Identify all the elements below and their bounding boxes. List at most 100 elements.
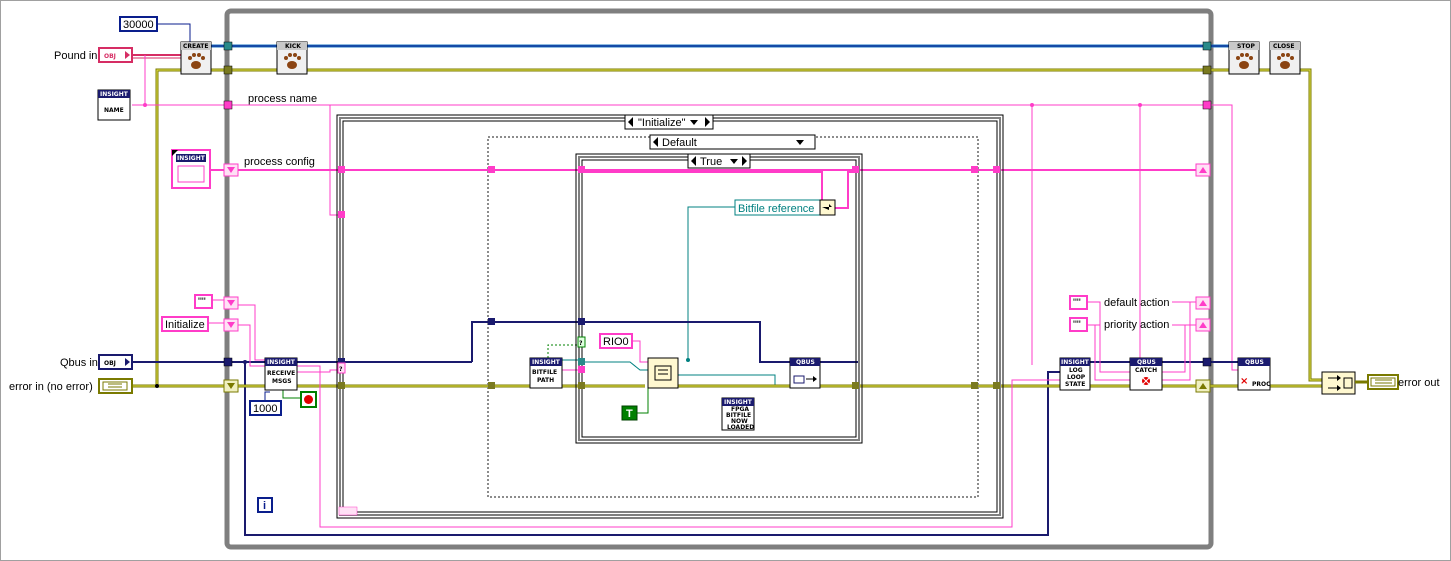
pound-in-control[interactable]: OBJ bbox=[98, 47, 133, 63]
paw-icon bbox=[284, 53, 301, 69]
stop-terminal-icon[interactable] bbox=[300, 391, 317, 408]
true-constant-value: T bbox=[626, 408, 633, 420]
create-caption: CREATE bbox=[183, 43, 209, 50]
log-loop-state-line1: LOG bbox=[1069, 367, 1083, 374]
loop-iteration-icon: i bbox=[257, 497, 273, 513]
insight-config-header: INSIGHT bbox=[177, 155, 206, 162]
pound-in-obj-tag: OBJ bbox=[104, 53, 116, 60]
fpga-open-icon[interactable] bbox=[647, 357, 679, 389]
action-wires bbox=[1087, 301, 1196, 326]
receive-msgs-line2: MSGS bbox=[272, 378, 292, 385]
paw-icon bbox=[188, 53, 205, 69]
empty-string-left-value: "" bbox=[198, 296, 206, 308]
fpga-loaded-line4: LOADED bbox=[727, 424, 754, 431]
case-selector-outer[interactable]: "Initialize" bbox=[624, 114, 714, 130]
kick-caption: KICK bbox=[285, 43, 301, 50]
qbus-send-header: QBUS bbox=[796, 359, 815, 366]
log-loop-state-line3: STATE bbox=[1065, 381, 1085, 388]
paw-icon bbox=[1236, 53, 1253, 69]
default-action-label: default action bbox=[1104, 297, 1169, 309]
rio-resource-constant[interactable]: RIO0 bbox=[599, 333, 633, 349]
catch-subvi[interactable]: QBUS CATCH bbox=[1129, 357, 1163, 391]
while-loop-frame[interactable] bbox=[224, 8, 1214, 550]
receive-msgs-header: INSIGHT bbox=[267, 359, 296, 366]
case-selector-terminals: ? ? bbox=[337, 336, 586, 374]
empty-string-constant-left[interactable]: "" bbox=[194, 294, 213, 309]
empty-string-priority-value: "" bbox=[1073, 319, 1081, 331]
wire-error-top bbox=[155, 68, 1322, 386]
receive-timeout-constant[interactable]: 1000 bbox=[249, 400, 282, 416]
error-in-control[interactable] bbox=[98, 378, 133, 394]
paw-icon bbox=[1277, 53, 1294, 69]
catch-header: QBUS bbox=[1137, 359, 1156, 366]
true-constant[interactable]: T bbox=[621, 405, 638, 421]
svg-text:?: ? bbox=[579, 340, 583, 347]
proc-subvi[interactable]: QBUS PROC × bbox=[1237, 357, 1271, 391]
fpga-loaded-header: INSIGHT bbox=[724, 399, 753, 406]
loop-condition-terminal bbox=[338, 506, 358, 516]
bitfile-reference-node[interactable]: Bitfile reference bbox=[734, 199, 836, 216]
receive-msgs-subvi[interactable]: INSIGHT RECEIVE MSGS bbox=[264, 357, 298, 391]
log-loop-state-subvi[interactable]: INSIGHT LOG LOOP STATE bbox=[1059, 357, 1091, 391]
close-subvi[interactable]: CLOSE bbox=[1269, 41, 1301, 75]
empty-string-constant-default[interactable]: "" bbox=[1069, 295, 1088, 310]
error-out-label: error out bbox=[1398, 377, 1440, 389]
loop-iteration-value: i bbox=[263, 500, 266, 512]
wire-junctions bbox=[143, 103, 1142, 388]
fpga-loaded-subvi[interactable]: INSIGHT FPGA BITFILE NOW LOADED bbox=[721, 397, 755, 431]
bitfile-path-header: INSIGHT bbox=[532, 359, 561, 366]
insight-name-subvi[interactable]: INSIGHT NAME bbox=[97, 89, 131, 121]
case-selector-outer-label: "Initialize" bbox=[638, 117, 686, 129]
log-loop-state-header: INSIGHT bbox=[1061, 359, 1090, 366]
fpga-loaded-line3: NOW bbox=[731, 418, 748, 425]
bitfile-path-line2: PATH bbox=[537, 377, 554, 384]
bitfile-reference-label: Bitfile reference bbox=[738, 203, 814, 215]
case-selector-inner[interactable]: True bbox=[687, 153, 751, 169]
empty-string-default-value: "" bbox=[1073, 297, 1081, 309]
catch-line1: CATCH bbox=[1135, 367, 1157, 374]
loop-tunnels bbox=[223, 41, 1212, 389]
case-selector-inner-label: True bbox=[700, 156, 722, 168]
rio-resource-value: RIO0 bbox=[603, 336, 629, 348]
proc-line1: PROC bbox=[1252, 381, 1271, 388]
stop-subvi[interactable]: STOP bbox=[1228, 41, 1260, 75]
wire-timeout bbox=[264, 391, 270, 403]
insight-name-header: INSIGHT bbox=[100, 91, 129, 98]
error-cluster-icon[interactable] bbox=[1367, 374, 1399, 390]
kick-subvi[interactable]: KICK bbox=[276, 41, 308, 75]
receive-timeout-value: 1000 bbox=[253, 403, 277, 415]
process-config-label: process config bbox=[244, 156, 315, 168]
proc-header: QBUS bbox=[1245, 359, 1264, 366]
svg-text:×: × bbox=[1240, 376, 1248, 387]
stop-caption: STOP bbox=[1237, 43, 1256, 50]
unbundle-icon[interactable] bbox=[1321, 371, 1356, 395]
error-in-label: error in (no error) bbox=[9, 381, 93, 393]
wire-bitfile-path-boolean bbox=[547, 340, 581, 362]
receive-msgs-line1: RECEIVE bbox=[267, 370, 295, 377]
qbus-send-subvi[interactable]: QBUS bbox=[789, 357, 821, 389]
insight-name-caption: NAME bbox=[104, 107, 124, 114]
svg-text:?: ? bbox=[339, 366, 343, 373]
empty-string-constant-priority[interactable]: "" bbox=[1069, 317, 1088, 332]
create-subvi[interactable]: CREATE bbox=[180, 41, 212, 75]
wire-refnum-top bbox=[132, 23, 1232, 59]
qbus-in-obj-tag: OBJ bbox=[104, 360, 116, 367]
shift-registers bbox=[223, 163, 1211, 393]
case-selector-middle-label: Default bbox=[662, 137, 697, 149]
pound-in-label: Pound in bbox=[54, 50, 97, 62]
timeout-create-constant[interactable]: 30000 bbox=[119, 16, 158, 32]
priority-action-label: priority action bbox=[1104, 319, 1169, 331]
fpga-loaded-line2: BITFILE bbox=[726, 412, 751, 419]
case-selector-middle[interactable]: Default bbox=[649, 134, 816, 150]
insight-config-control[interactable]: INSIGHT bbox=[171, 149, 211, 189]
close-caption: CLOSE bbox=[1273, 43, 1295, 50]
qbus-in-control[interactable]: OBJ bbox=[98, 354, 133, 370]
timeout-create-value: 30000 bbox=[123, 19, 154, 31]
wire-true-const bbox=[636, 386, 649, 414]
initialize-constant[interactable]: Initialize bbox=[161, 316, 209, 332]
log-loop-state-line2: LOOP bbox=[1067, 374, 1086, 381]
qbus-in-label: Qbus in bbox=[60, 357, 98, 369]
bitfile-path-subvi[interactable]: INSIGHT BITFILE PATH bbox=[529, 357, 563, 389]
